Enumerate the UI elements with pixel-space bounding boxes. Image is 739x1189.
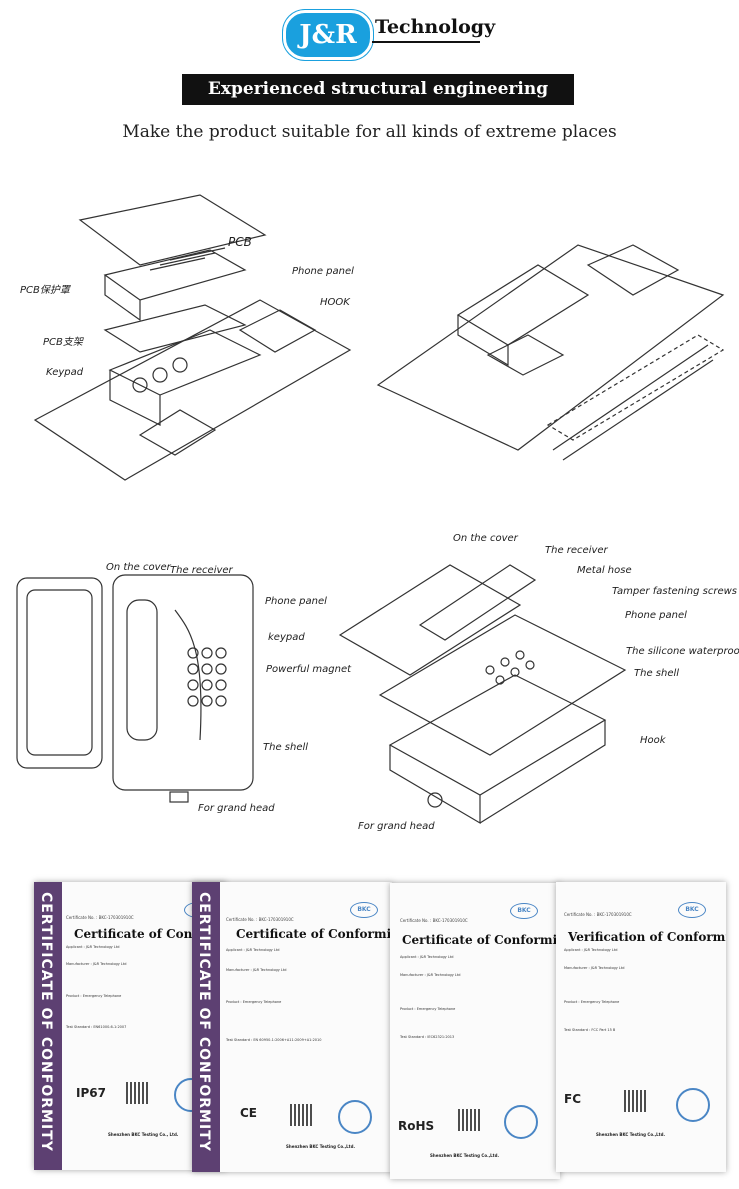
label-iso-phone-panel: Phone panel	[625, 610, 687, 621]
certificate-mark: CE	[240, 1106, 258, 1120]
qr-code	[624, 1090, 646, 1112]
page-subtitle: Make the product suitable for all kinds …	[122, 122, 617, 142]
certificate-number: Certificate No. : BKC-170301910C	[66, 915, 134, 920]
label-pcb: PCB	[228, 235, 252, 249]
certificate-row: Product : Emergency Telephone	[226, 1000, 282, 1004]
label-pcb-support: PCB支架	[43, 337, 83, 348]
label-front-shell: The shell	[263, 742, 309, 753]
certificate-title: Verification of Conformity	[568, 930, 726, 944]
label-front-cover: On the cover	[106, 562, 171, 573]
banner-title: Experienced structural engineering team	[182, 74, 574, 130]
label-keypad: Keypad	[46, 367, 84, 378]
certificate-row: Test Standard : IEC62321:2013	[400, 1035, 455, 1039]
label-front-magnet: Powerful magnet	[266, 664, 352, 675]
certificate-footer: Shenzhen BKC Testing Co.,Ltd.	[596, 1132, 665, 1137]
brand-logo: J&R	[283, 10, 373, 60]
certificate-title: Certificate of Conformity	[236, 927, 392, 941]
certificate-fcc: BKC Certificate No. : BKC-170301910C Ver…	[556, 882, 726, 1172]
label-hook: HOOK	[320, 297, 350, 308]
certificate-row: Applicant : J&R Technology Ltd	[66, 945, 120, 949]
certificate-row: Applicant : J&R Technology Ltd	[564, 948, 618, 952]
certificate-strip: CERTIFICATE OF CONFORMITY	[34, 882, 62, 1170]
label-iso-metal-hose: Metal hose	[577, 565, 632, 576]
brand-underline	[372, 41, 480, 43]
certificate-seal	[504, 1105, 538, 1139]
certificate-row: Test Standard : FCC Part 15 B	[564, 1028, 616, 1032]
qr-code	[290, 1104, 312, 1126]
certificate-number: Certificate No. : BKC-170301910C	[226, 917, 294, 922]
bkc-logo: BKC	[510, 903, 538, 919]
certificate-footer: Shenzhen BKC Testing Co., Ltd.	[108, 1132, 179, 1137]
certificate-footer: Shenzhen BKC Testing Co.,Ltd.	[286, 1144, 355, 1149]
certificate-seal	[676, 1088, 710, 1122]
qr-code	[458, 1109, 480, 1131]
certificate-ce: CERTIFICATE OF CONFORMITY BKC Certificat…	[192, 882, 392, 1172]
label-front-keypad: keypad	[268, 632, 305, 643]
certificate-row: Test Standard : EN 60950-1:2006+A11:2009…	[226, 1038, 322, 1042]
bkc-logo: BKC	[678, 902, 706, 918]
brand-name: Technology	[375, 16, 496, 38]
certificate-title: Certificate of Conformity	[402, 933, 560, 947]
label-iso-screws: Tamper fastening screws	[612, 586, 737, 597]
certificate-row: Product : Emergency Telephone	[66, 994, 122, 998]
certificate-footer: Shenzhen BKC Testing Co.,Ltd.	[430, 1153, 499, 1158]
exploded-view-drawing	[33, 194, 352, 481]
certificate-number: Certificate No. : BKC-170301910C	[400, 918, 468, 923]
certificate-title: Certificate of Conformity	[74, 927, 226, 941]
certificate-row: Applicant : J&R Technology Ltd	[226, 948, 280, 952]
certificate-row: Product : Emergency Telephone	[564, 1000, 620, 1004]
certificate-seal	[338, 1100, 372, 1134]
certificate-row: Manufacturer : J&R Technology Ltd	[226, 968, 287, 972]
certificate-mark: RoHS	[398, 1119, 435, 1133]
label-front-gland: For grand head	[198, 803, 275, 814]
assembled-view-drawing	[376, 244, 725, 461]
certificate-row: Product : Emergency Telephone	[400, 1007, 456, 1011]
qr-code	[126, 1082, 148, 1104]
label-iso-shell: The shell	[634, 668, 680, 679]
bkc-logo: BKC	[350, 902, 378, 918]
certificate-row: Manufacturer : J&R Technology Ltd	[564, 966, 625, 970]
certificate-mark: FC	[564, 1092, 582, 1106]
certificate-row: Manufacturer : J&R Technology Ltd	[400, 973, 461, 977]
certificate-rohs: BKC Certificate No. : BKC-170301910C Cer…	[390, 883, 560, 1179]
certificate-strip: CERTIFICATE OF CONFORMITY	[192, 882, 220, 1172]
label-iso-cover: On the cover	[453, 533, 518, 544]
label-front-phone-panel: Phone panel	[265, 596, 327, 607]
certificate-row: Applicant : J&R Technology Ltd	[400, 955, 454, 959]
label-iso-receiver: The receiver	[545, 545, 608, 556]
front-open-view-drawing	[16, 574, 254, 803]
certificate-number: Certificate No. : BKC-170301910C	[564, 912, 632, 917]
label-pcb-protect: PCB保护罩	[20, 285, 70, 296]
label-iso-silicone: The silicone waterproof circle	[626, 646, 739, 657]
isometric-view-drawing	[338, 564, 627, 825]
certificate-row: Manufacturer : J&R Technology Ltd	[66, 962, 127, 966]
certificate-mark: IP67	[76, 1086, 106, 1100]
label-iso-gland: For grand head	[358, 821, 435, 832]
label-phone-panel: Phone panel	[292, 266, 354, 277]
certificate-row: Test Standard : EN61000-6-1:2007	[66, 1025, 127, 1029]
label-front-receiver: The receiver	[170, 565, 233, 576]
label-iso-hook: Hook	[640, 735, 666, 746]
